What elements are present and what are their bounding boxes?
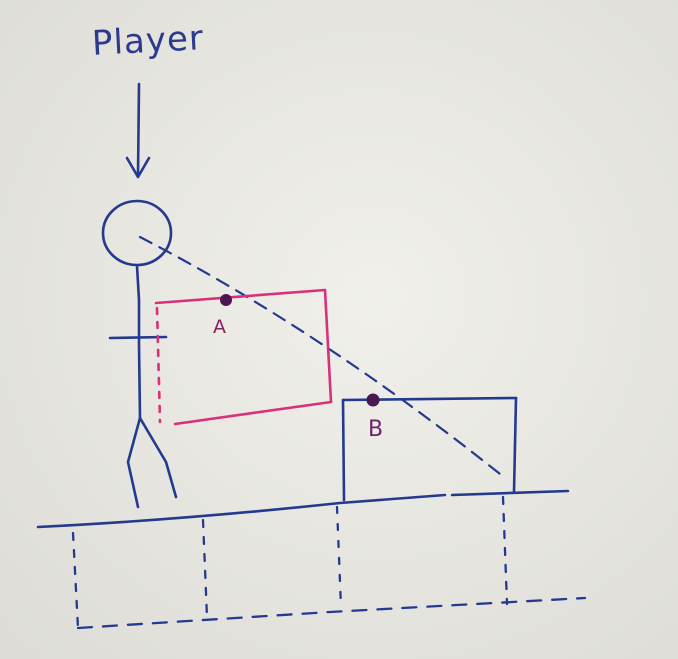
down-arrow-icon bbox=[125, 82, 151, 179]
player-label: Player bbox=[91, 18, 205, 64]
dashed-vertical-1 bbox=[71, 531, 80, 630]
player-left-leg bbox=[126, 416, 142, 509]
dashed-bottom-line bbox=[76, 596, 587, 630]
line-of-sight bbox=[138, 235, 507, 480]
pink-rect-right bbox=[323, 288, 333, 404]
pink-rectangle bbox=[154, 288, 333, 426]
point-a-label: A bbox=[213, 316, 226, 338]
dashed-vertical-2 bbox=[201, 518, 209, 619]
underground-dashed-outlines bbox=[71, 495, 587, 630]
player-body bbox=[135, 264, 142, 420]
pink-rect-top bbox=[154, 288, 327, 305]
pink-rect-left bbox=[155, 306, 162, 424]
blue-box-left bbox=[341, 398, 346, 502]
point-b-label: B bbox=[368, 417, 384, 442]
blue-box-right bbox=[512, 396, 518, 494]
pink-rect-bottom bbox=[173, 400, 333, 426]
ground-line bbox=[36, 489, 570, 529]
dashed-vertical-4 bbox=[501, 495, 509, 606]
player-stick-figure bbox=[101, 199, 178, 509]
dashed-vertical-3 bbox=[335, 505, 343, 609]
point-a-marker bbox=[220, 294, 232, 306]
point-b-marker bbox=[366, 393, 380, 407]
player-right-leg bbox=[138, 416, 178, 499]
